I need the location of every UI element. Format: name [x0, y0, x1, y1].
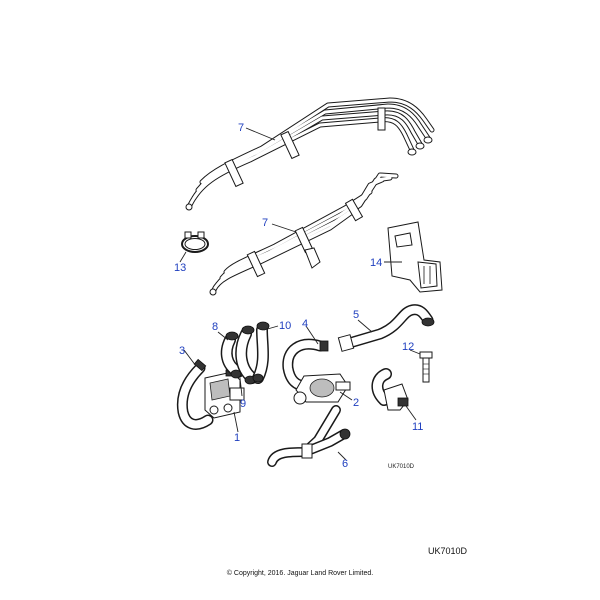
hose-11	[371, 368, 409, 411]
copyright-notice: © Copyright, 2016. Jaguar Land Rover Lim…	[226, 570, 374, 577]
callout-13: 13	[174, 262, 186, 274]
callout-10: 10	[279, 320, 291, 332]
callout-7-lower: 7	[262, 217, 268, 229]
callout-7-upper: 7	[238, 122, 244, 134]
leader-lines	[179, 127, 421, 461]
control-valve	[204, 369, 245, 419]
callout-8: 8	[212, 321, 218, 333]
callout-9: 9	[240, 398, 246, 410]
callout-11: 11	[412, 421, 423, 433]
water-pump	[293, 373, 351, 405]
callout-5: 5	[353, 309, 359, 321]
hose-3	[176, 358, 214, 430]
callout-14: 14	[370, 257, 382, 269]
hoses-8-9-10	[220, 321, 270, 385]
figure-code-small: UK7010D	[388, 464, 415, 470]
figure-code: UK7010D	[428, 546, 468, 556]
pump-bracket	[387, 221, 443, 293]
hose-5	[337, 304, 435, 352]
hose-6	[267, 405, 351, 467]
callout-12: 12	[402, 341, 414, 353]
callout-2: 2	[353, 397, 359, 409]
callouts: 7 7 13 14 3 8 10 4 5 12 9 1 2 6 11	[174, 122, 423, 470]
hose-4	[282, 338, 329, 392]
lower-hose-harness	[209, 172, 399, 296]
callout-1: 1	[234, 432, 240, 444]
mounting-bolt	[419, 351, 433, 383]
callout-6: 6	[342, 458, 348, 470]
callout-4: 4	[302, 318, 308, 330]
callout-3: 3	[179, 345, 185, 357]
hose-clip	[181, 231, 209, 253]
upper-hose-harness	[185, 97, 435, 211]
